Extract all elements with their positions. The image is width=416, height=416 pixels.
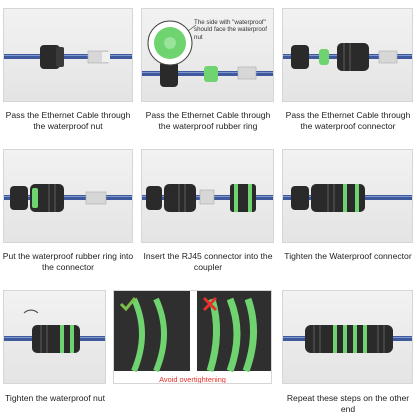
overtighten-label: Avoid overtightening (114, 375, 271, 384)
step7-caption: Tighten the waterproof nut (0, 393, 110, 404)
step1-caption: Pass the Ethernet Cable through the wate… (0, 110, 136, 132)
step5-caption: Insert the RJ45 connector into the coupl… (140, 251, 276, 273)
callout-note: The side with "waterproof" should face t… (194, 19, 272, 41)
step6-caption: Tighten the Waterproof connector (280, 251, 416, 262)
step4-caption: Put the waterproof rubber ring into the … (0, 251, 136, 273)
step6-image (282, 149, 413, 243)
step2-caption: Pass the Ethernet Cable through the wate… (140, 110, 276, 132)
cross-icon (200, 294, 220, 314)
step8-image (282, 290, 413, 384)
overtighten-warning: Avoid overtightening (113, 290, 272, 384)
step2-image: The side with "waterproof" should face t… (141, 8, 274, 102)
step7-image (3, 290, 106, 384)
step4-image (3, 149, 133, 243)
step3-caption: Pass the Ethernet Cable through the wate… (280, 110, 416, 132)
step1-image (3, 8, 133, 102)
step3-image (282, 8, 413, 102)
step8-caption: Repeat these steps on the other end (280, 393, 416, 415)
step5-image (141, 149, 274, 243)
check-icon (118, 294, 138, 314)
